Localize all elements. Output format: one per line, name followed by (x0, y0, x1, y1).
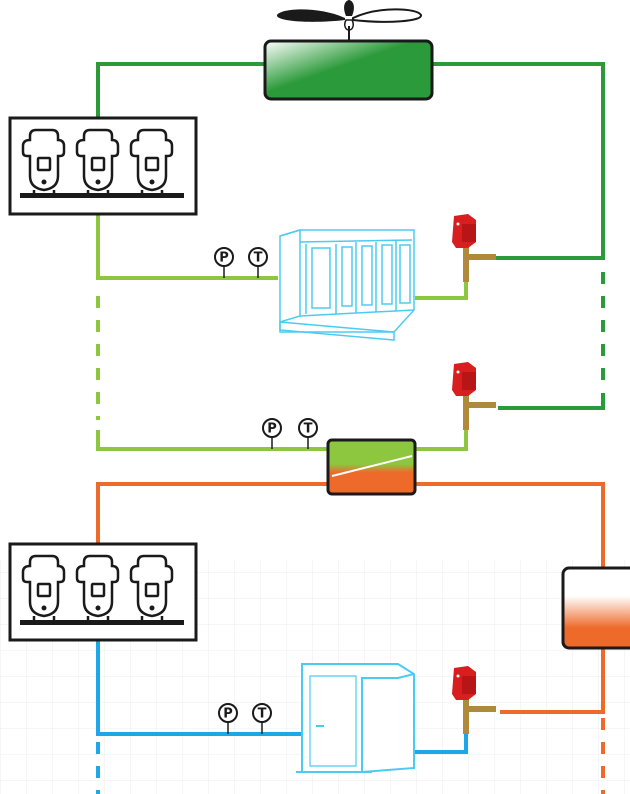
expansion-valve-icon (452, 666, 496, 734)
compressor-icon (75, 554, 120, 620)
pipe-case-out-light-green (415, 270, 468, 300)
pressure-label: P (267, 422, 277, 437)
low-stage-circuit (96, 482, 605, 794)
fan-icon (276, 0, 422, 40)
pressure-gauge-icon: P (214, 247, 234, 278)
compressor-icon (21, 554, 66, 620)
temperature-label: T (258, 707, 267, 722)
pipe-orange-right (415, 482, 605, 568)
pressure-gauge-icon: P (218, 703, 238, 734)
rack-base (20, 193, 184, 198)
low-stage-condenser (561, 566, 630, 650)
temperature-sensor-icon: T (248, 247, 268, 278)
pipe-hx-valve-light-green (415, 430, 468, 451)
expansion-valve-icon (452, 362, 496, 430)
cascade-heat-exchanger (326, 438, 417, 496)
rack-base (20, 620, 184, 625)
pressure-label: P (223, 707, 233, 722)
temperature-sensor-icon: T (252, 703, 272, 734)
pipe-orange-down (500, 648, 605, 714)
compressor-icon (129, 554, 174, 620)
compressor-icon (21, 128, 66, 194)
condenser-unit (263, 39, 434, 101)
pipe-blue-suction (96, 640, 302, 736)
display-case-icon (279, 228, 415, 341)
compressor-icon (75, 128, 120, 194)
pipe-hx-suction-light-green (96, 430, 328, 451)
pipe-orange-left (96, 482, 328, 544)
pipe-hx-feed-dark-green (498, 393, 605, 410)
compressor-icon (129, 128, 174, 194)
temperature-label: T (254, 251, 263, 266)
temperature-label: T (304, 422, 313, 437)
high-stage-green-circuit (96, 62, 605, 451)
pipe-condenser-out-dark-green (432, 62, 605, 260)
cold-room-icon (296, 663, 415, 773)
temperature-sensor-icon: T (298, 418, 318, 449)
pipe-suction-light-green (96, 214, 278, 280)
pipe-blue-room-out (414, 730, 468, 754)
pipe-discharge-dark-green (96, 62, 265, 118)
pressure-gauge-icon: P (262, 418, 282, 449)
expansion-valve-icon (452, 214, 496, 282)
pressure-label: P (219, 251, 229, 266)
